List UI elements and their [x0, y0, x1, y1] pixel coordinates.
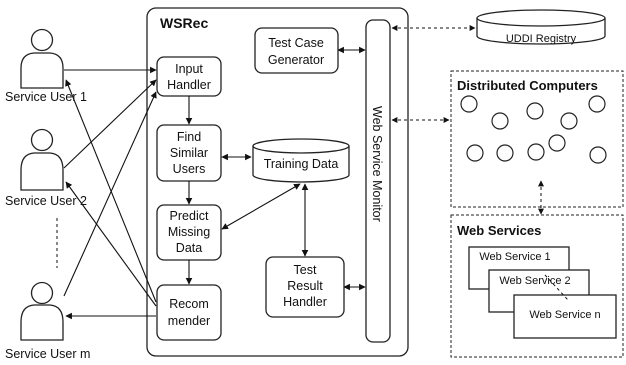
predict-missing-data: Predict Missing Data [156, 204, 222, 261]
arrow-user2-input [63, 79, 157, 169]
test-result-line-2: Result [287, 279, 323, 293]
recommender-line-2: mender [168, 314, 210, 328]
computer-node [466, 144, 484, 162]
test-result-line-3: Handler [283, 295, 327, 309]
predict-missing-line-2: Missing [168, 225, 210, 239]
person-icon [20, 128, 64, 191]
person-icon [20, 281, 64, 341]
service-user-2-label: Service User 2 [5, 194, 87, 208]
arrow-userm-input [63, 91, 157, 297]
arrow-predict-training [221, 183, 301, 230]
computer-node [527, 143, 545, 161]
database-icon [476, 9, 606, 45]
computer-node [496, 144, 514, 162]
web-service-n-label: Web Service n [529, 309, 600, 321]
distributed-computers-title: Distributed Computers [457, 78, 598, 93]
computer-node [588, 95, 606, 113]
input-handler: Input Handler [156, 56, 222, 97]
test-result-handler: Test Result Handler [265, 256, 345, 318]
web-service-monitor: Web Service Monitor [365, 19, 391, 343]
service-user-2: Service User 2 [5, 128, 87, 208]
service-user-m-label: Service User m [5, 347, 90, 361]
uddi-registry-label: UDDI Registry [506, 33, 577, 45]
service-user-1-label: Service User 1 [5, 90, 87, 104]
test-case-generator-line-2: Generator [268, 53, 324, 67]
web-services: Web Services Web Service 1 Web Service 2… [450, 214, 624, 358]
training-data-store: Training Data [252, 138, 350, 183]
arrow-recommender-user1 [65, 79, 157, 303]
find-similar-line-3: Users [173, 162, 206, 176]
person-icon [20, 28, 64, 89]
input-handler-line-2: Handler [167, 78, 211, 92]
test-result-line-1: Test [294, 263, 317, 277]
wsrec-title: WSRec [160, 15, 208, 31]
predict-missing-line-3: Data [176, 241, 202, 255]
web-services-title: Web Services [457, 223, 541, 238]
uddi-registry: UDDI Registry [476, 9, 606, 45]
test-case-generator: Test Case Generator [254, 27, 339, 74]
database-icon [252, 138, 350, 183]
training-data-label: Training Data [264, 157, 339, 171]
computer-node [560, 112, 578, 130]
computer-node [491, 112, 509, 130]
web-service-2-label: Web Service 2 [499, 275, 570, 287]
recommender: Recom mender [156, 284, 222, 341]
distributed-computers: Distributed Computers [450, 70, 624, 208]
find-similar-users: Find Similar Users [156, 124, 222, 182]
computer-node [526, 102, 544, 120]
web-service-n: Web Service n [513, 294, 617, 339]
input-handler-line-1: Input [175, 62, 203, 76]
service-user-1: Service User 1 [5, 28, 87, 104]
computer-nodes [460, 95, 607, 164]
computer-node [548, 134, 566, 152]
predict-missing-line-1: Predict [170, 209, 209, 223]
web-service-monitor-label: Web Service Monitor [370, 106, 384, 222]
arrow-recommender-user2 [65, 181, 157, 307]
service-user-m: Service User m [5, 281, 90, 361]
test-case-generator-line-1: Test Case [268, 36, 324, 50]
find-similar-line-2: Similar [170, 146, 208, 160]
recommender-line-1: Recom [169, 297, 209, 311]
find-similar-line-1: Find [177, 130, 201, 144]
computer-node [589, 146, 607, 164]
computer-node [460, 95, 478, 113]
web-service-1-label: Web Service 1 [479, 251, 550, 263]
